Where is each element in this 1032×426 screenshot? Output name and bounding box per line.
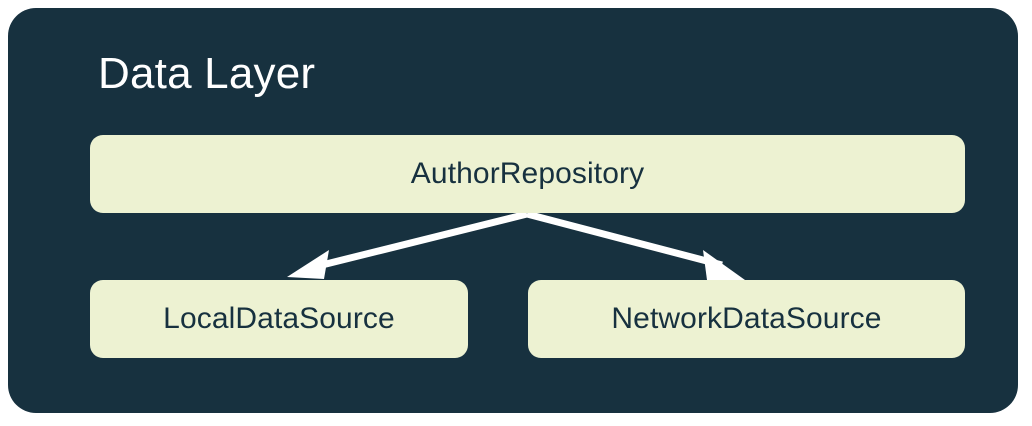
node-network-data-source[interactable]: NetworkDataSource: [528, 280, 965, 358]
node-local-data-source[interactable]: LocalDataSource: [90, 280, 468, 358]
node-label: NetworkDataSource: [611, 302, 882, 335]
page-title: Data Layer: [98, 49, 316, 98]
node-author-repository[interactable]: AuthorRepository: [90, 135, 965, 213]
node-label: LocalDataSource: [163, 302, 395, 335]
node-label: AuthorRepository: [410, 157, 645, 190]
